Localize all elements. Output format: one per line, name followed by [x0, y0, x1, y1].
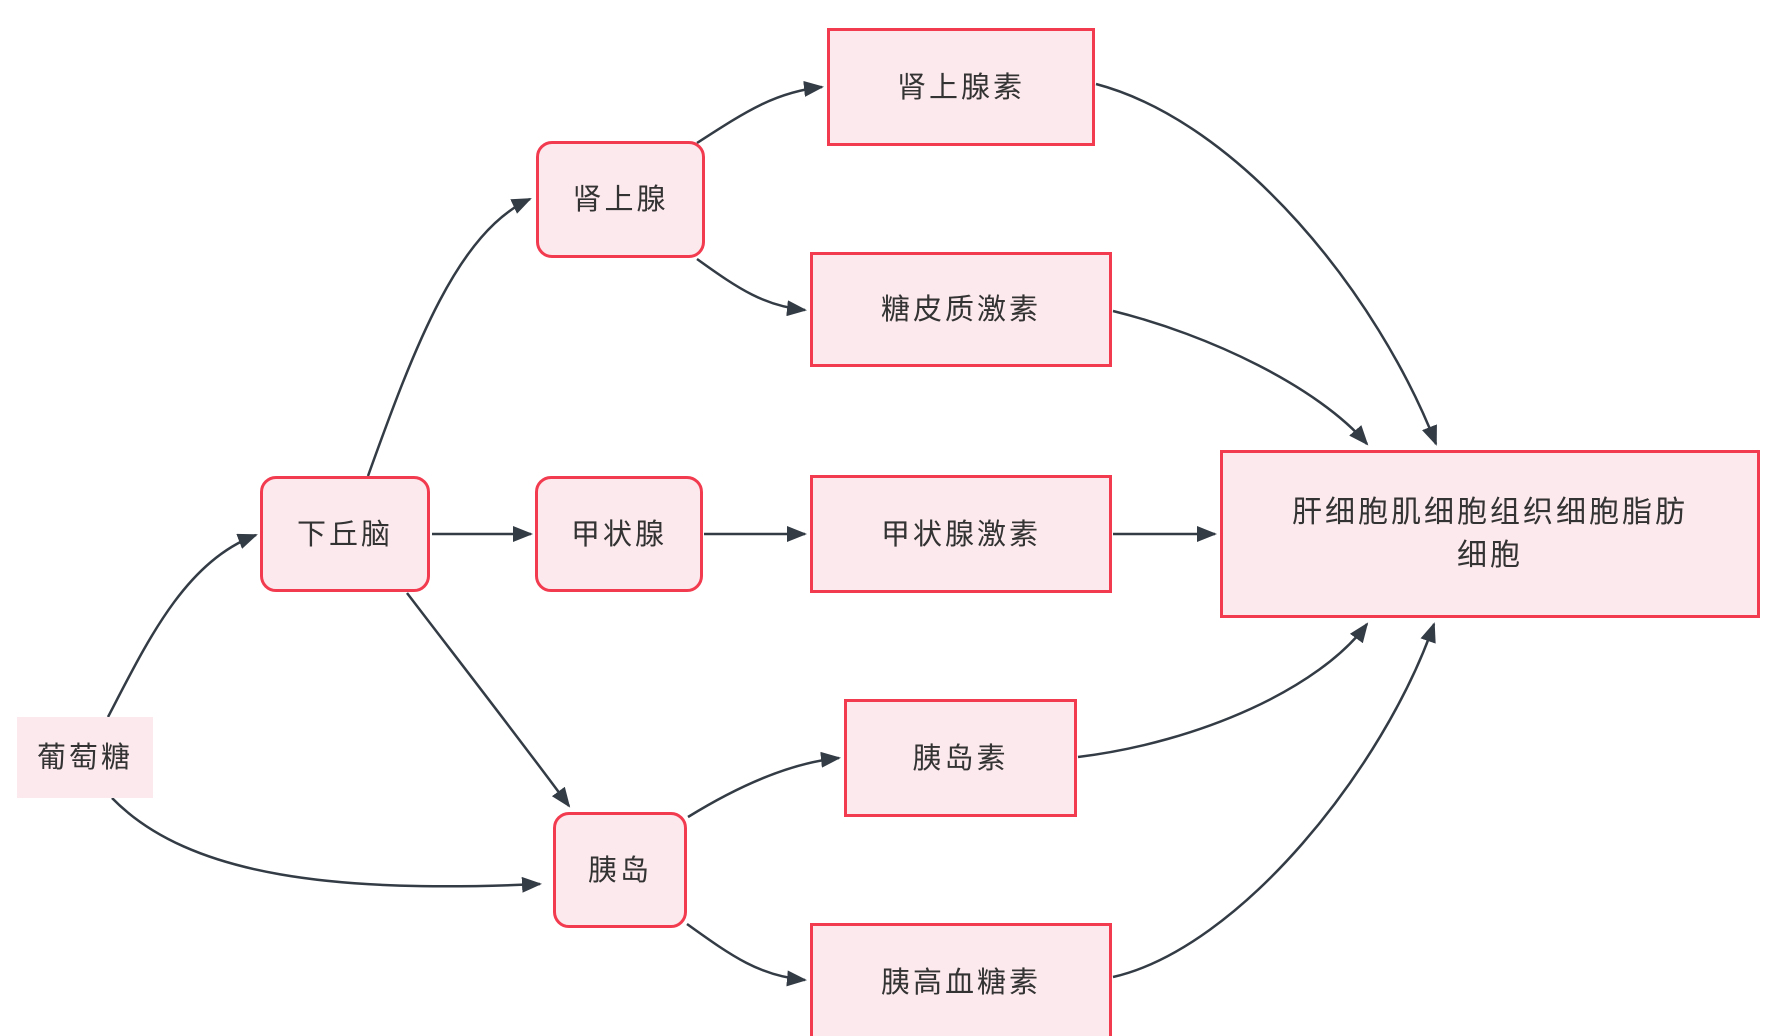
- node-glucocorticoid-label: 糖皮质激素: [880, 292, 1041, 327]
- node-glucose: 葡萄糖: [17, 717, 153, 798]
- node-islet: 胰岛: [553, 812, 687, 928]
- node-glucagon: 胰高血糖素: [810, 923, 1112, 1036]
- edge-hypothalamus-adrenal: [366, 197, 532, 477]
- edge-adrenal-epinephrine: [696, 80, 824, 145]
- edge-hypothalamus-islet: [406, 592, 571, 808]
- node-adrenal-label: 肾上腺: [572, 182, 669, 217]
- node-insulin: 胰岛素: [844, 699, 1077, 817]
- node-thyroid: 甲状腺: [535, 476, 703, 592]
- node-thyroid-hormone-label: 甲状腺激素: [880, 516, 1041, 551]
- node-hypothalamus: 下丘脑: [260, 476, 430, 592]
- node-target-cells-label: 肝细胞肌细胞组织细胞脂肪细胞: [1292, 494, 1688, 574]
- node-thyroid-label: 甲状腺: [570, 516, 667, 551]
- node-epinephrine: 肾上腺素: [827, 28, 1095, 146]
- node-hypothalamus-label: 下丘脑: [296, 516, 393, 551]
- edge-glucose-islet: [111, 797, 542, 893]
- node-insulin-label: 胰岛素: [912, 740, 1009, 775]
- node-epinephrine-label: 肾上腺素: [896, 69, 1025, 104]
- edge-islet-insulin: [687, 751, 841, 819]
- edge-islet-glucagon: [686, 922, 807, 987]
- node-glucagon-label: 胰高血糖素: [880, 964, 1041, 999]
- edge-insulin-target-cells: [1077, 622, 1369, 759]
- node-glucocorticoid: 糖皮质激素: [810, 252, 1112, 367]
- node-adrenal: 肾上腺: [536, 141, 705, 258]
- node-target-cells: 肝细胞肌细胞组织细胞脂肪细胞: [1220, 450, 1760, 618]
- node-glucose-label: 葡萄糖: [36, 740, 133, 775]
- node-thyroid-hormone: 甲状腺激素: [810, 475, 1112, 593]
- edge-epinephrine-target-cells: [1095, 82, 1438, 446]
- edge-glucocorticoid-target-cells: [1112, 309, 1369, 446]
- edge-adrenal-glucocorticoid: [696, 257, 807, 317]
- edge-glucose-hypothalamus: [106, 533, 258, 718]
- node-islet-label: 胰岛: [587, 852, 652, 887]
- edge-glucagon-target-cells: [1112, 622, 1436, 979]
